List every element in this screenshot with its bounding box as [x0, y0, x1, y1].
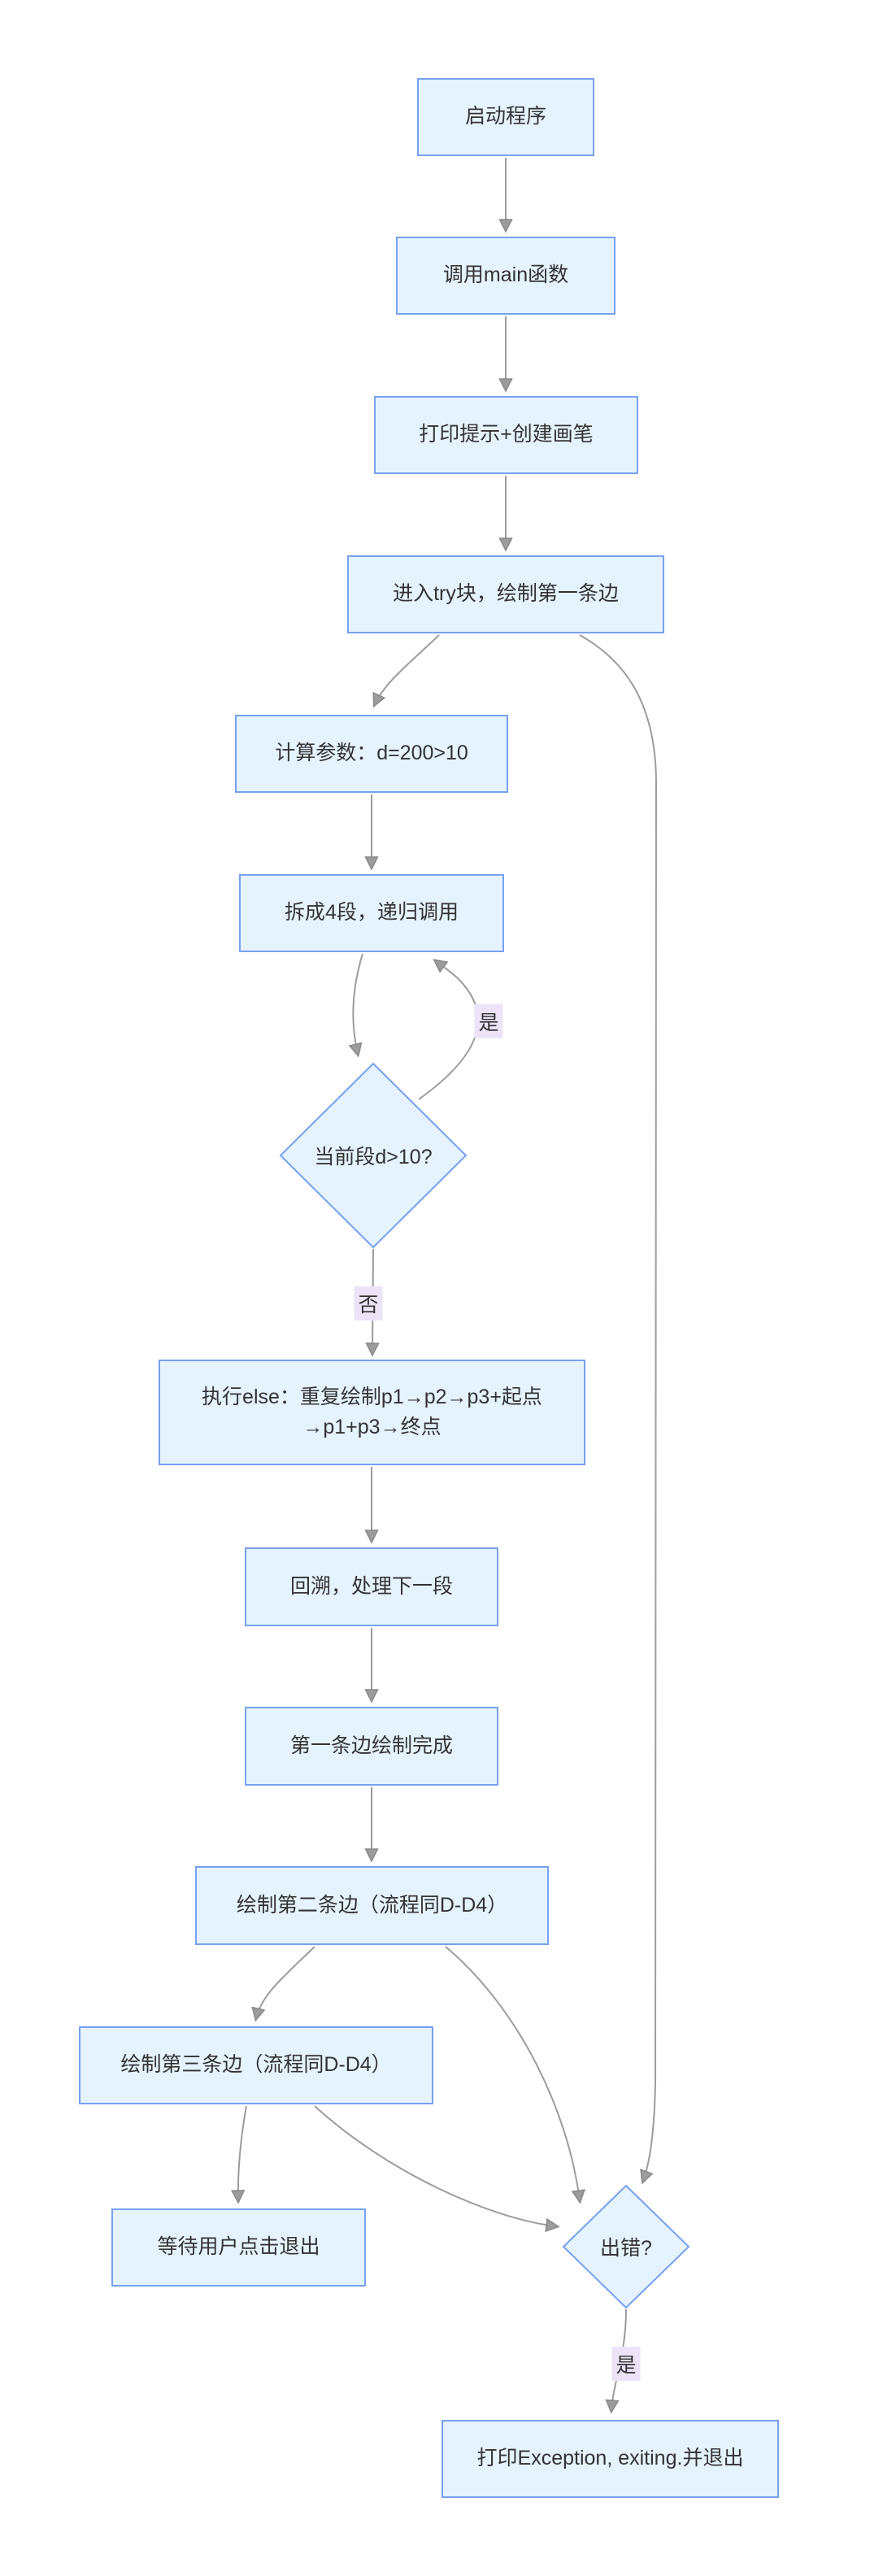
- decision-error-check-label: 出错?: [600, 2237, 652, 2260]
- edge-label-recurse-yes: 是: [474, 1004, 503, 1038]
- edge-enter-try-to-error-check: [579, 634, 658, 2181]
- edge-second-edge-to-error-check: [445, 1946, 580, 2200]
- edge-split-recurse-to-check-d: [353, 953, 363, 1054]
- node-second-edge: 绘制第二条边（流程同D-D4）: [195, 1866, 549, 1945]
- decision-check-d-label: 当前段d>10?: [314, 1146, 433, 1168]
- node-enter-try-first-edge: 进入try块，绘制第一条边: [347, 555, 664, 633]
- edge-label-error-yes: 是: [611, 2347, 641, 2381]
- node-start: 启动程序: [417, 78, 594, 156]
- node-backtrack-next-segment: 回溯，处理下一段: [245, 1547, 498, 1626]
- edge-check-d-yes-to-split-recurse: [418, 961, 479, 1100]
- node-third-edge: 绘制第三条边（流程同D-D4）: [79, 2026, 433, 2104]
- node-first-edge-done: 第一条边绘制完成: [245, 1707, 498, 1786]
- edge-third-edge-to-error-check: [314, 2105, 556, 2226]
- node-exec-else: 执行else：重复绘制p1→p2→p3+起点 →p1+p3→终点: [159, 1360, 585, 1465]
- edge-label-else-no: 否: [354, 1286, 383, 1321]
- node-calc-params: 计算参数：d=200>10: [235, 715, 508, 793]
- edge-third-edge-to-wait-exit: [238, 2105, 247, 2200]
- edge-enter-try-to-calc-params: [375, 634, 440, 704]
- decision-error-check-shape: [562, 2184, 690, 2309]
- node-wait-user-exit: 等待用户点击退出: [111, 2208, 366, 2287]
- node-print-exception-exit: 打印Exception, exiting.并退出: [442, 2420, 779, 2498]
- decision-check-d-shape: [279, 1062, 468, 1249]
- node-call-main: 调用main函数: [396, 237, 615, 315]
- node-split-recurse: 拆成4段，递归调用: [239, 874, 504, 952]
- node-print-create-pen: 打印提示+创建画笔: [374, 396, 638, 474]
- edge-second-edge-to-third-edge: [256, 1946, 315, 2018]
